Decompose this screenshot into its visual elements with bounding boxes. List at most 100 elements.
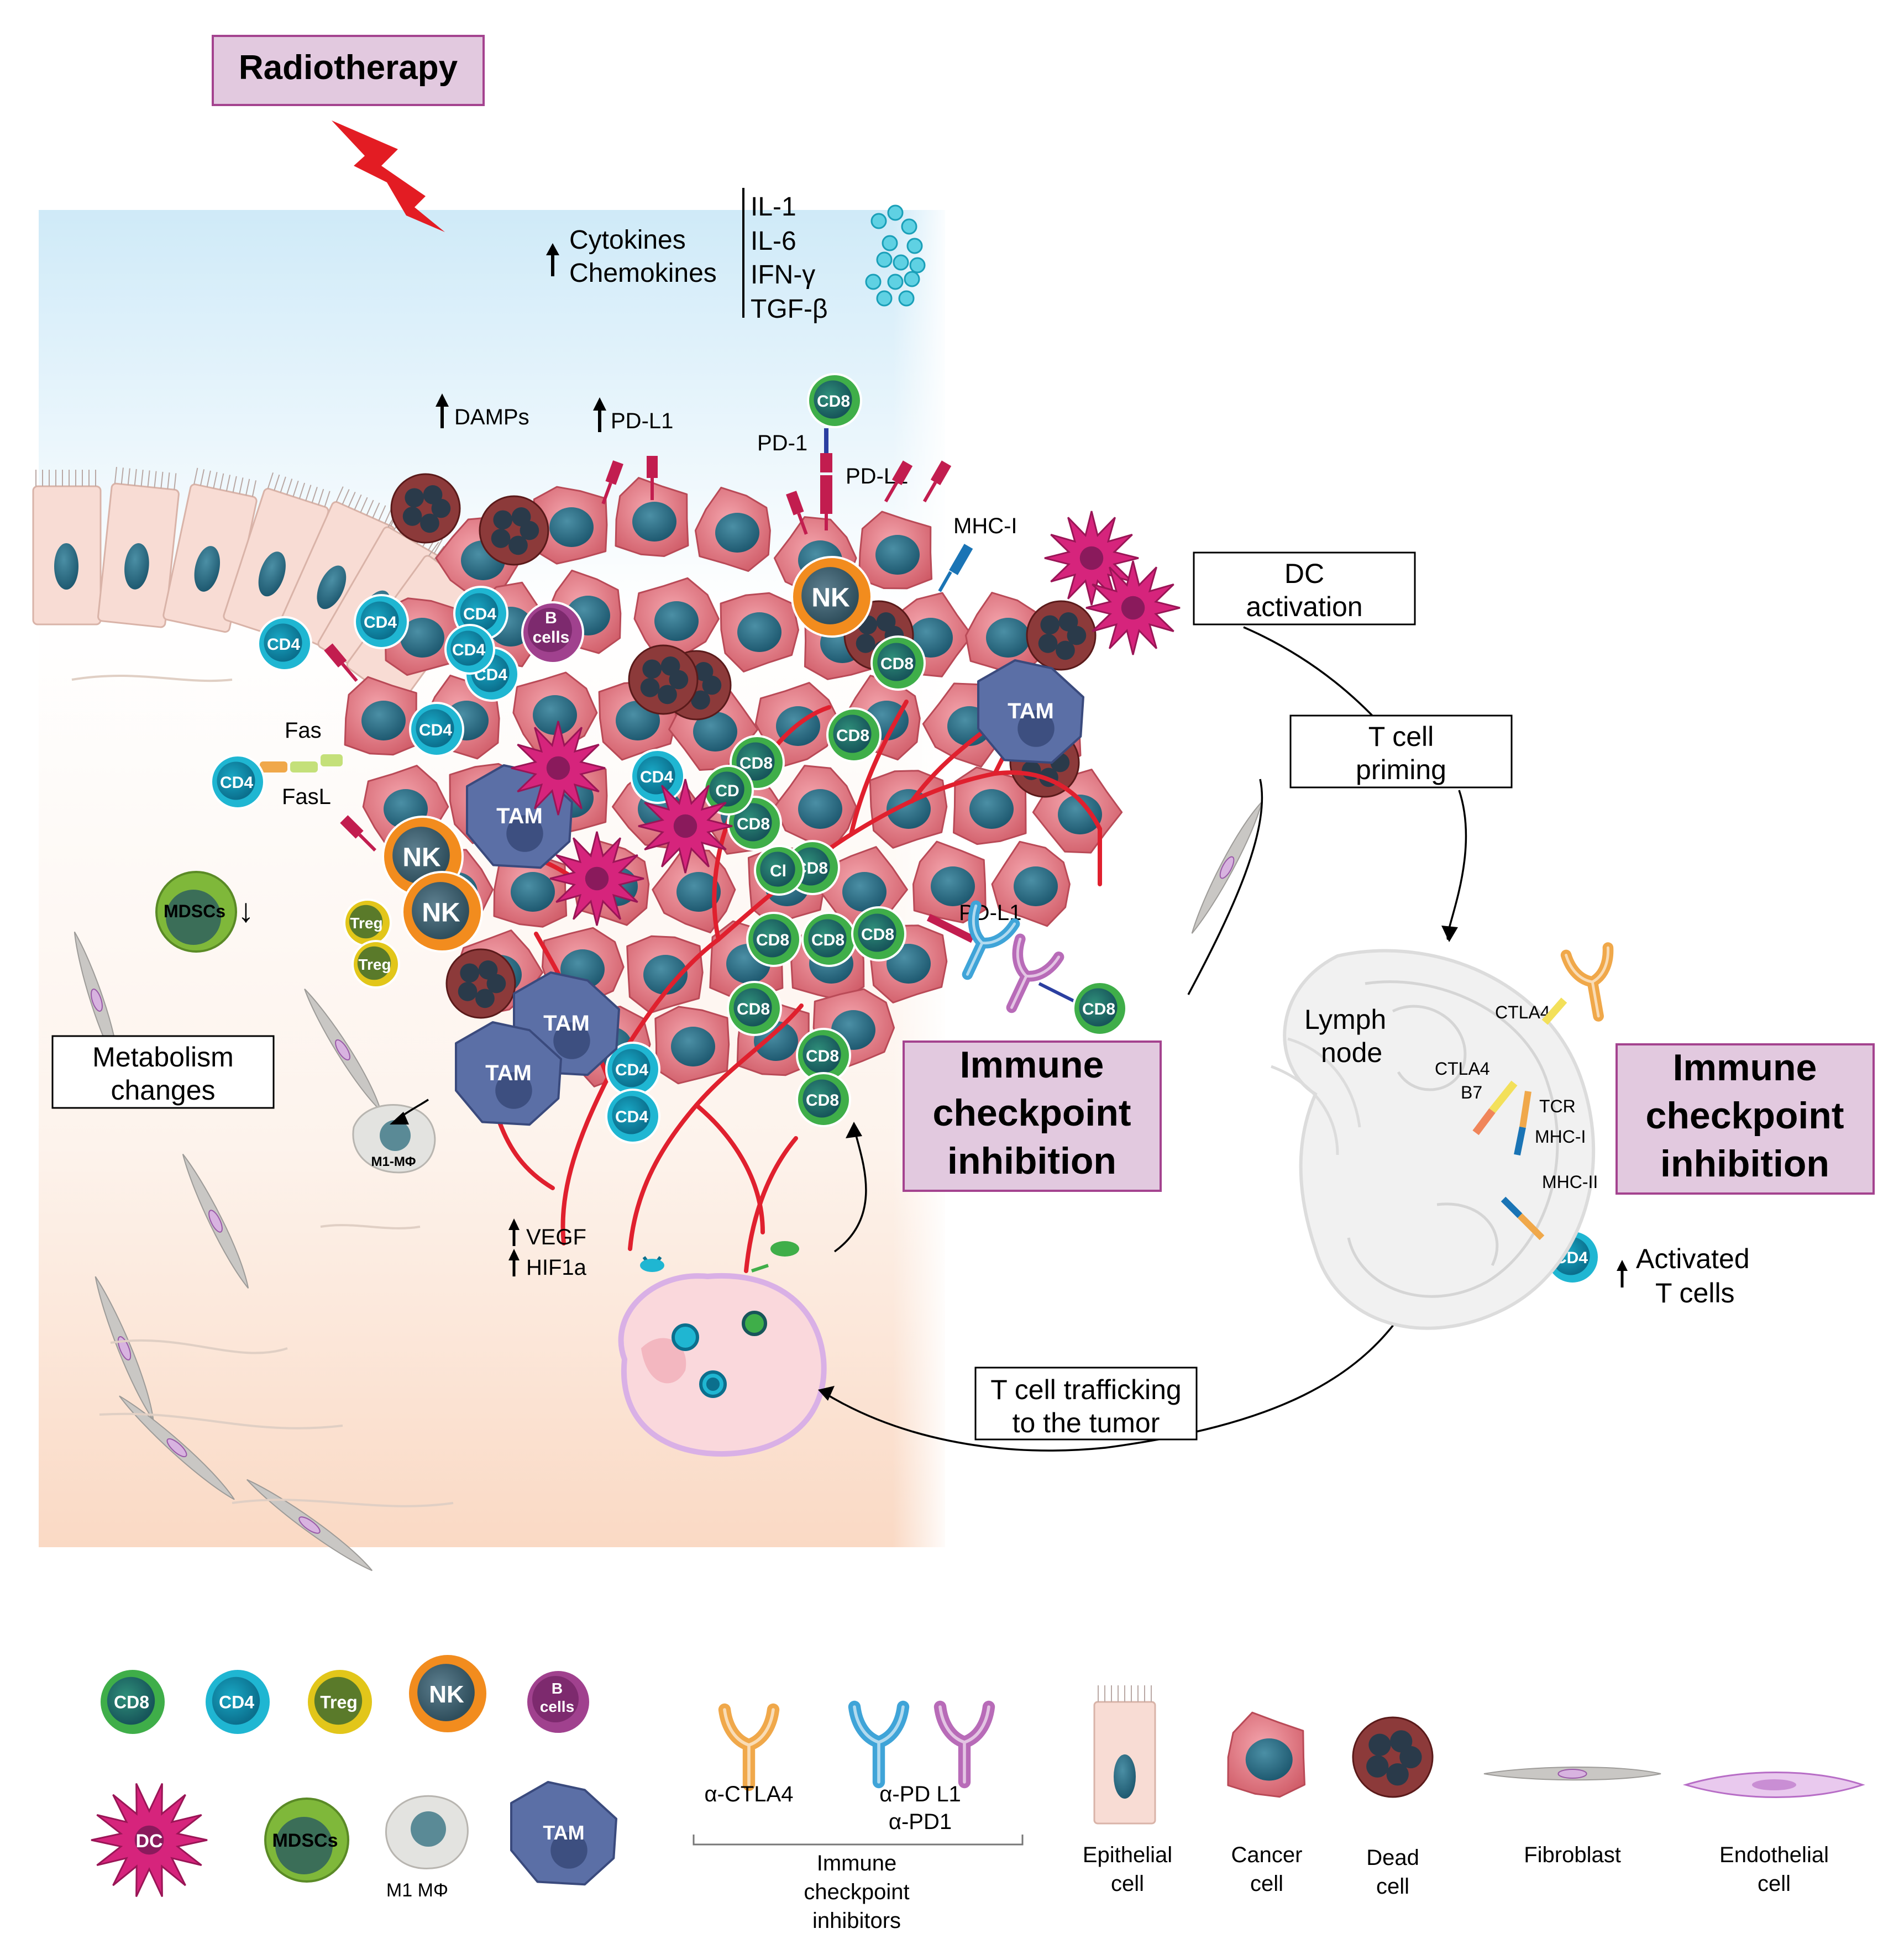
tam-cell-label: TAM [1008, 699, 1054, 723]
cd8-cell: CD8 [746, 912, 801, 967]
cd4-cell: CD4 [605, 1089, 660, 1144]
pdl1-receptor [786, 491, 808, 535]
mdsc-down-arrow-icon: ↓ [238, 892, 254, 929]
metabolism-box: Metabolism changes [51, 1035, 275, 1109]
fibroblasts [74, 801, 1263, 1572]
cytokine-molecule [876, 251, 893, 268]
pd1-label: PD-1 [757, 431, 807, 455]
svg-text:inhibition: inhibition [1660, 1143, 1829, 1185]
cd8-cell: CD8 [801, 912, 857, 967]
cd4-cell-label: CD4 [615, 1108, 648, 1126]
cytokine-molecule [887, 274, 904, 290]
legend-nk: NK [407, 1653, 489, 1735]
svg-text:Metabolism: Metabolism [92, 1042, 234, 1073]
pdl1-receptor [647, 456, 658, 500]
svg-text:activation: activation [1246, 591, 1362, 622]
legend-anti-pdl1-icon [848, 1700, 910, 1789]
lymph-node-label-1: Lymph [1304, 1004, 1386, 1035]
fibroblast [119, 1395, 235, 1500]
cytokine-molecule [870, 213, 887, 229]
vegf-label: VEGF [526, 1225, 586, 1249]
cytokine-molecule [909, 257, 926, 274]
cd4-cell-label: CD4 [615, 1061, 648, 1079]
legend-m1 [385, 1795, 469, 1869]
cd8-cell-label: CD8 [737, 815, 770, 833]
cd8-cell-label: CD8 [806, 1091, 839, 1110]
stroma-fibers [71, 674, 454, 1507]
cd8-cell-label: CD8 [880, 655, 914, 673]
legend-cd4-label: CD4 [219, 1693, 254, 1712]
extravasating-cells [640, 1241, 799, 1273]
epithelial-cell [32, 470, 102, 626]
cd8-cell: CD8 [870, 635, 926, 691]
dead-cell [628, 644, 699, 715]
arrowheads [390, 926, 1458, 1401]
cytokines-label: Cytokines [569, 225, 686, 255]
legend-m1-label: M1 MΦ [386, 1880, 448, 1901]
cd4-cell: CD4 [257, 616, 312, 671]
cd4-cell-back-label: CD4 [452, 641, 485, 659]
cytokine-molecule [865, 274, 882, 290]
nk-cell: NK [401, 871, 483, 953]
fas-label: Fas [285, 718, 322, 743]
cancer-cell [773, 765, 857, 850]
tam-cell: TAM [455, 1021, 562, 1126]
cd8-cell-label: CD8 [811, 931, 845, 949]
hif1a-label: HIF1a [526, 1255, 587, 1280]
fibroblast [246, 1479, 373, 1572]
pdl1-receptor [922, 460, 952, 503]
dead-cell [445, 948, 516, 1019]
legend-endothelial-cell [1682, 1772, 1865, 1798]
cancer-cell [858, 511, 933, 590]
anti-pd1-antibody [1006, 933, 1064, 1013]
blood-vessel-lumen [618, 1273, 827, 1457]
cd8-cell: CD8 [730, 735, 785, 790]
legend-anti-pd1-label: α-PD1 [889, 1810, 952, 1834]
svg-text:T cell: T cell [1368, 721, 1434, 752]
cd8-cell: CD8 [851, 906, 906, 961]
cd8-cell-label: CD8 [817, 392, 850, 411]
legend-tam-label: TAM [543, 1821, 584, 1844]
immune-checkpoint-box-right: Immune checkpoint inhibition [1615, 1043, 1875, 1195]
cytokines-block: Cytokines Chemokines IL-1 IL-6 IFN-γ TGF… [546, 188, 828, 324]
cd4-cell-label: CD4 [220, 774, 253, 792]
dendritic-cell [511, 721, 606, 816]
epithelial-cell [223, 472, 331, 640]
b7-label: B7 [1461, 1082, 1482, 1102]
nk-cell-label: NK [422, 898, 460, 927]
nk-cell-label: NK [811, 583, 850, 612]
pd1-pdl1-complex [820, 428, 832, 530]
il6-label: IL-6 [751, 227, 796, 256]
cytokine-molecule [904, 271, 920, 287]
cd8-cell-partial-2: Cl [754, 845, 805, 896]
dendritic-cell [1085, 560, 1181, 655]
legend-inhibitors-caption-2: checkpoint [804, 1880, 909, 1904]
tcr-label: TCR [1539, 1096, 1576, 1116]
legend-mdsc-label: MDSCs [272, 1830, 338, 1851]
treg-cell: Treg [343, 898, 392, 947]
chemokines-label: Chemokines [569, 259, 717, 288]
anti-pdl1-antibody [962, 900, 1020, 980]
mdsc-label: MDSCs [164, 901, 225, 921]
cd4-cell-label: CD4 [640, 768, 673, 786]
radiotherapy-title: Radiotherapy [239, 49, 458, 87]
legend-dead-1: Dead [1366, 1846, 1419, 1870]
cd8-cell-label: CD8 [737, 1000, 770, 1018]
tam-cell-label: TAM [485, 1061, 532, 1085]
cancer-cell [694, 486, 771, 572]
svg-text:changes: changes [111, 1075, 215, 1106]
legend-dc-label: DC [135, 1831, 162, 1852]
epithelium [32, 466, 487, 705]
cd4-cell: CD4 [409, 702, 464, 757]
dc-activation-box: DC activation [1193, 551, 1416, 626]
cd8-cell: CD8 [826, 707, 882, 763]
cd4-cell-label: CD4 [419, 721, 452, 739]
svg-text:checkpoint: checkpoint [933, 1092, 1131, 1134]
svg-text:to the tumor: to the tumor [1013, 1407, 1160, 1438]
pdl1-top-label: PD-L1 [611, 409, 673, 433]
cancer-cell [615, 477, 689, 557]
legend-cancer-cell [1227, 1711, 1305, 1798]
pdl1-top-marker: PD-L1 [593, 397, 673, 433]
lymph-node [1271, 949, 1596, 1330]
